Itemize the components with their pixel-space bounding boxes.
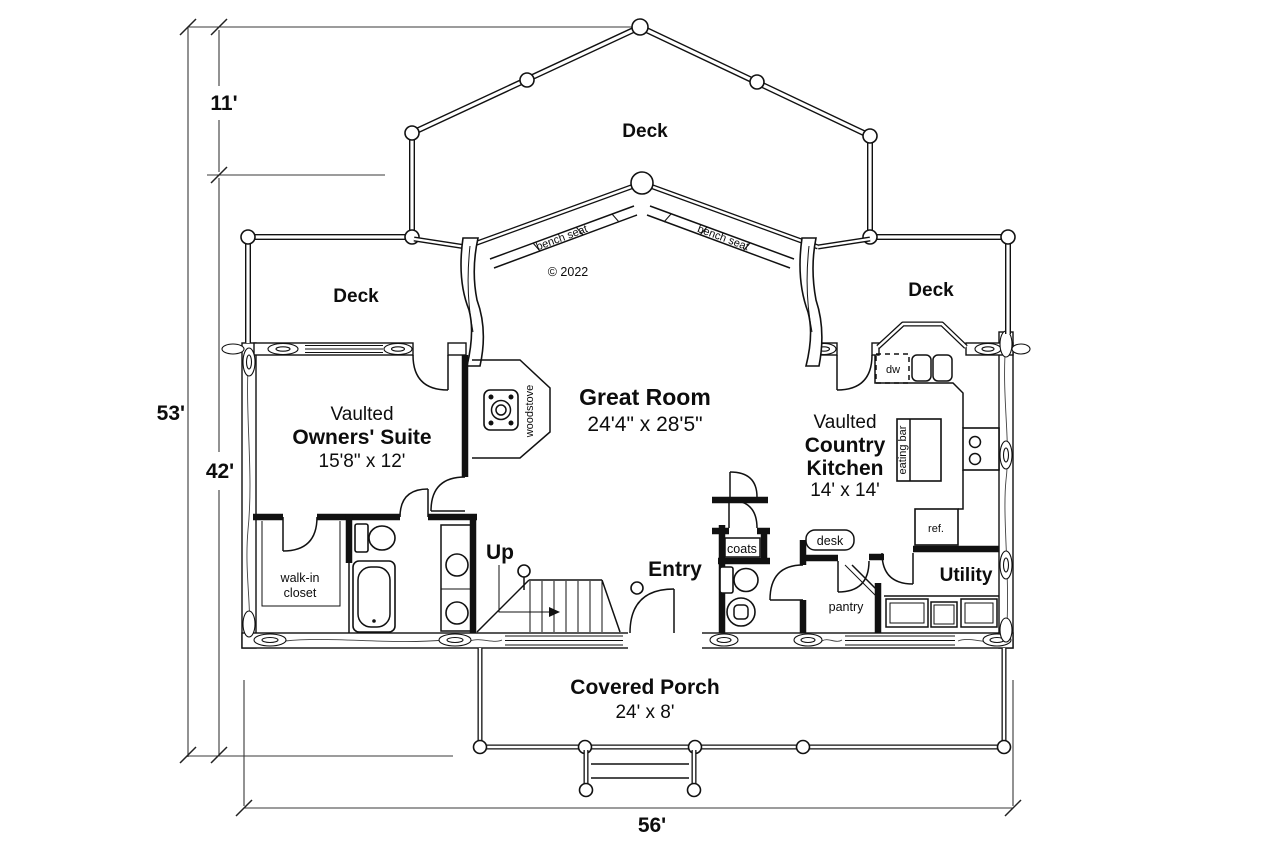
exterior-walls xyxy=(221,321,1031,651)
north-wall-suite-2 xyxy=(447,342,467,356)
woodstove: woodstove xyxy=(472,359,551,459)
toilet-master xyxy=(354,523,396,553)
kitchen-sink xyxy=(911,354,953,382)
deck-top-label: Deck xyxy=(622,121,668,142)
kitchen-size: 14' x 14' xyxy=(810,480,880,501)
kitchen-label-3: Kitchen xyxy=(806,457,883,480)
coats-halfbath: coats xyxy=(712,471,807,633)
covered-porch: Covered Porch 24' x 8' xyxy=(472,648,1012,798)
owners-suite-label-1: Vaulted xyxy=(330,404,393,425)
desk-surface xyxy=(805,529,855,551)
owners-suite: Vaulted Owners' Suite 15'8" x 12' xyxy=(292,355,469,512)
toilet-half-bath xyxy=(719,566,759,594)
front-door xyxy=(629,588,675,634)
kitchen-counter xyxy=(874,355,964,428)
porch-label: Covered Porch xyxy=(570,676,719,699)
deck-railings xyxy=(240,18,1016,343)
entry-label: Entry xyxy=(648,558,702,581)
owners-suite-size: 15'8" x 12' xyxy=(319,451,406,472)
bench-seat-right xyxy=(646,205,795,269)
eating-bar-label: eating bar xyxy=(897,425,909,474)
walk-in-closet-label-2: closet xyxy=(284,586,317,600)
coats-label: coats xyxy=(727,542,757,556)
kitchen-label-2: Country xyxy=(805,434,886,457)
owners-suite-label-2: Owners' Suite xyxy=(292,426,431,449)
dishwasher-label: dw xyxy=(886,364,900,376)
bench-seat-right-label: bench seat xyxy=(696,223,751,253)
entry: Entry xyxy=(630,558,702,595)
coats-shelf xyxy=(724,537,761,558)
utility-label: Utility xyxy=(940,565,993,586)
newel-post xyxy=(517,564,531,578)
desk-pantry-utility: desk pantry Utility xyxy=(805,529,999,633)
refrigerator: ref. xyxy=(914,508,959,546)
great-room-size: 24'4" x 28'5" xyxy=(587,413,702,436)
stove xyxy=(962,427,1000,471)
closet-bath: walk-in closet xyxy=(253,488,477,633)
copyright-text: © 2022 xyxy=(548,265,589,279)
ref-label: ref. xyxy=(928,523,944,535)
storage-closet xyxy=(440,524,474,632)
desk-label: desk xyxy=(817,534,844,548)
bench-seat-left-label: bench seat xyxy=(535,223,590,253)
kitchen-deck-door xyxy=(836,354,873,391)
east-log-wall xyxy=(998,331,1014,649)
front-door-opening xyxy=(628,630,702,651)
eating-bar-island: eating bar xyxy=(896,418,942,482)
dim-main-depth: 42' xyxy=(206,460,234,483)
stair-direction-arrow xyxy=(549,607,560,617)
dim-overall-depth: 53' xyxy=(157,402,185,425)
kitchen-label-1: Vaulted xyxy=(813,412,876,433)
dishwasher xyxy=(875,353,910,384)
deck-right-label: Deck xyxy=(908,280,954,301)
dim-deck-depth: 11' xyxy=(210,92,237,115)
up-label: Up xyxy=(486,541,514,564)
stairs: Up xyxy=(476,541,621,633)
suite-deck-door xyxy=(412,354,449,391)
great-room: Great Room 24'4" x 28'5" woodstove xyxy=(472,359,711,459)
structural-post xyxy=(630,581,644,595)
bench-seat-left xyxy=(489,205,638,269)
pantry-label: pantry xyxy=(829,600,864,614)
deck-left-label: Deck xyxy=(333,286,379,307)
porch-size: 24' x 8' xyxy=(615,702,674,723)
porch-steps xyxy=(578,750,702,798)
walk-in-closet-label-1: walk-in xyxy=(280,571,320,585)
kitchen: Vaulted Country Kitchen 14' x 14' dw eat… xyxy=(805,353,1000,546)
log-knots xyxy=(221,330,1031,647)
dimension-lines: 11' 53' 42' 56' xyxy=(157,18,1022,837)
bathtub xyxy=(352,560,396,633)
prow: bench seat bench seat © 2022 xyxy=(413,171,871,367)
trunk-post-left xyxy=(460,237,485,367)
trunk-post-right xyxy=(799,237,823,367)
dim-overall-width: 56' xyxy=(638,814,666,837)
bay-window xyxy=(876,321,968,349)
half-bath-sink xyxy=(726,597,756,627)
great-room-label: Great Room xyxy=(579,384,711,410)
south-windows xyxy=(505,635,955,646)
woodstove-label: woodstove xyxy=(524,385,536,439)
utility-appliances xyxy=(885,598,998,628)
